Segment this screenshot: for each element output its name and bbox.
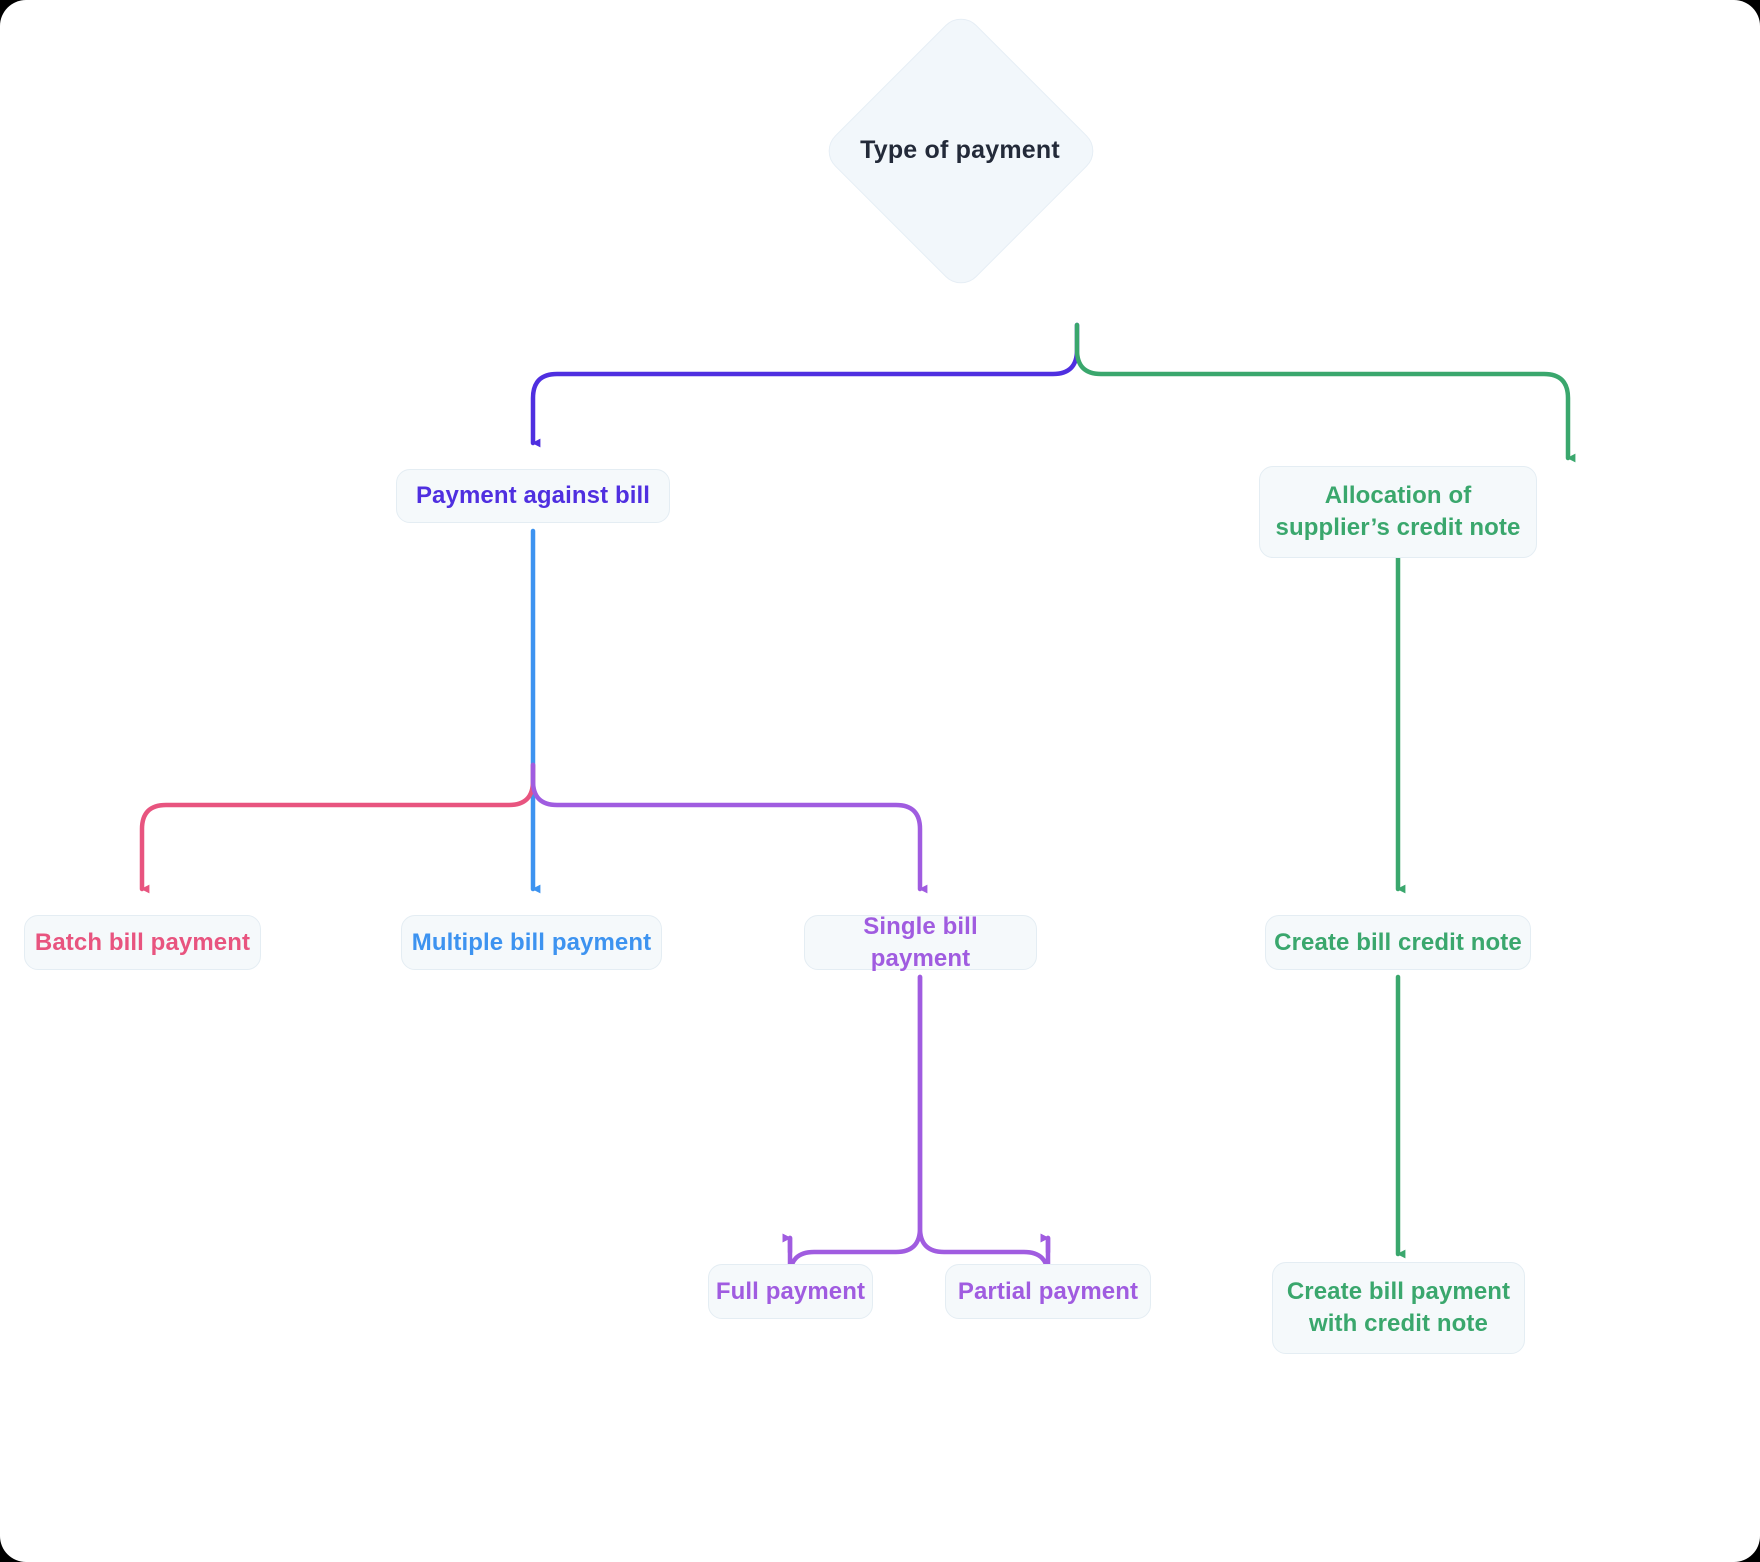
node-batch-bill-payment-label: Batch bill payment — [34, 928, 251, 956]
node-multiple-bill-payment-label: Multiple bill payment — [411, 928, 652, 956]
node-allocation-label: Allocation of supplier’s credit note — [1275, 482, 1521, 541]
node-multiple-bill-payment[interactable]: Multiple bill payment — [401, 915, 662, 970]
node-create-bill-credit-note[interactable]: Create bill credit note — [1265, 915, 1531, 970]
edge-single-to-partial-payment — [917, 974, 1051, 1279]
node-full-payment[interactable]: Full payment — [708, 1264, 873, 1319]
edge-decision-to-payment-against-bill — [530, 322, 1080, 448]
node-create-bill-payment-with-credit-note-label: Create bill payment with credit note — [1286, 1278, 1511, 1337]
node-single-bill-payment-label: Single bill payment — [863, 912, 978, 972]
node-payment-against-bill[interactable]: Payment against bill — [396, 469, 670, 523]
node-create-bill-payment-with-credit-note[interactable]: Create bill payment with credit note — [1272, 1262, 1525, 1354]
edge-payment-against-bill-to-single — [530, 762, 928, 894]
node-partial-payment[interactable]: Partial payment — [945, 1264, 1151, 1319]
edge-decision-to-allocation — [1074, 322, 1576, 463]
node-partial-payment-label: Partial payment — [957, 1277, 1139, 1305]
edge-single-to-full-payment — [782, 974, 923, 1279]
node-allocation-of-suppliers-credit-note[interactable]: Allocation of supplier’s credit note — [1259, 466, 1537, 558]
node-batch-bill-payment[interactable]: Batch bill payment — [24, 915, 261, 970]
node-full-payment-label: Full payment — [715, 1277, 866, 1305]
node-create-bill-credit-note-label: Create bill credit note — [1274, 928, 1522, 956]
node-payment-against-bill-label: Payment against bill — [415, 482, 651, 510]
decision-label: Type of payment — [860, 135, 1060, 164]
edge-payment-against-bill-to-batch — [139, 762, 536, 894]
node-single-bill-payment[interactable]: Single bill payment — [804, 913, 1037, 972]
